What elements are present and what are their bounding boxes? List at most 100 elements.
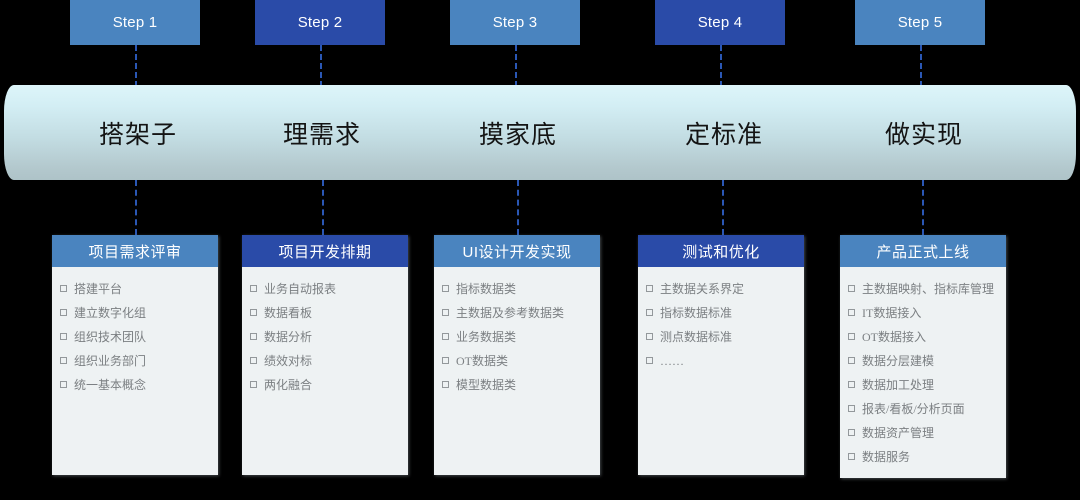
phase-label-2: 理需求 xyxy=(282,120,361,149)
card-list-item[interactable]: 主数据映射、指标库管理 xyxy=(848,279,998,300)
card-list-item-label: OT数据类 xyxy=(456,354,508,368)
card-list-item[interactable]: 报表/看板/分析页面 xyxy=(848,399,998,420)
step-label: Step 1 xyxy=(112,14,158,31)
card-list-item-label: 数据资产管理 xyxy=(862,426,935,440)
card-list-item-label: OT数据接入 xyxy=(862,330,926,344)
card-list-item-label: 数据加工处理 xyxy=(862,378,935,392)
square-bullet-icon xyxy=(250,333,257,340)
card-body-4: 主数据关系界定指标数据标准测点数据标准 …… xyxy=(638,267,804,385)
step-box-4[interactable]: Step 4 xyxy=(655,0,785,45)
card-list-item[interactable]: 指标数据标准 xyxy=(646,303,796,324)
phase-banner: 搭架子理需求摸家底定标准做实现 xyxy=(4,85,1076,180)
card-header-2: 项目开发排期 xyxy=(242,235,408,267)
card-list-item[interactable]: 数据资产管理 xyxy=(848,423,998,444)
connector-lower-5 xyxy=(922,180,924,235)
connector-upper-4 xyxy=(720,45,722,87)
square-bullet-icon xyxy=(250,381,257,388)
card-body-1: 搭建平台建立数字化组组织技术团队组织业务部门统一基本概念 xyxy=(52,267,218,409)
step-label: Step 5 xyxy=(897,14,943,31)
card-list-item[interactable]: 数据加工处理 xyxy=(848,375,998,396)
card-list-item[interactable]: 数据服务 xyxy=(848,447,998,468)
card-list-item[interactable]: 测点数据标准 xyxy=(646,327,796,348)
connector-lower-2 xyxy=(322,180,324,235)
square-bullet-icon xyxy=(60,309,67,316)
card-list-item[interactable]: OT数据类 xyxy=(442,351,592,372)
card-list-item-label: …… xyxy=(660,354,684,368)
card-list-item[interactable]: 数据分层建模 xyxy=(848,351,998,372)
connector-upper-1 xyxy=(135,45,137,87)
square-bullet-icon xyxy=(250,309,257,316)
card-list-item[interactable]: 绩效对标 xyxy=(250,351,400,372)
card-list-item-label: IT数据接入 xyxy=(862,306,922,320)
card-header-3: UI设计开发实现 xyxy=(434,235,600,267)
card-list-item[interactable]: …… xyxy=(646,351,796,372)
card-list-item[interactable]: 模型数据类 xyxy=(442,375,592,396)
card-header-4: 测试和优化 xyxy=(638,235,804,267)
card-list-item-label: 业务自动报表 xyxy=(264,282,337,296)
card-list-item-label: 数据看板 xyxy=(264,306,313,320)
square-bullet-icon xyxy=(442,357,449,364)
step-label: Step 2 xyxy=(297,14,343,31)
square-bullet-icon xyxy=(442,309,449,316)
card-list-item[interactable]: 数据看板 xyxy=(250,303,400,324)
card-list-item[interactable]: 主数据关系界定 xyxy=(646,279,796,300)
card-list-item-label: 测点数据标准 xyxy=(660,330,733,344)
step-box-3[interactable]: Step 3 xyxy=(450,0,580,45)
card-list-item-label: 数据分层建模 xyxy=(862,354,935,368)
card-list-item-label: 搭建平台 xyxy=(74,282,123,296)
card-list-item[interactable]: 组织技术团队 xyxy=(60,327,210,348)
card-list-item-label: 统一基本概念 xyxy=(74,378,147,392)
card-list-item[interactable]: 业务自动报表 xyxy=(250,279,400,300)
card-list-item-label: 两化融合 xyxy=(264,378,313,392)
square-bullet-icon xyxy=(848,309,855,316)
square-bullet-icon xyxy=(848,429,855,436)
card-list-item-label: 指标数据标准 xyxy=(660,306,733,320)
card-list-item[interactable]: 业务数据类 xyxy=(442,327,592,348)
detail-card-2[interactable]: 项目开发排期业务自动报表数据看板数据分析绩效对标两化融合 xyxy=(242,235,408,475)
card-list-item-label: 主数据及参考数据类 xyxy=(456,306,565,320)
square-bullet-icon xyxy=(848,333,855,340)
card-list-item-label: 业务数据类 xyxy=(456,330,517,344)
square-bullet-icon xyxy=(646,357,653,364)
detail-card-3[interactable]: UI设计开发实现指标数据类主数据及参考数据类业务数据类 OT数据类模型数据类 xyxy=(434,235,600,475)
step-box-1[interactable]: Step 1 xyxy=(70,0,200,45)
square-bullet-icon xyxy=(442,333,449,340)
square-bullet-icon xyxy=(60,333,67,340)
card-list-item[interactable]: OT数据接入 xyxy=(848,327,998,348)
card-list-item[interactable]: 统一基本概念 xyxy=(60,375,210,396)
square-bullet-icon xyxy=(442,285,449,292)
connector-lower-1 xyxy=(135,180,137,235)
card-list-item[interactable]: 搭建平台 xyxy=(60,279,210,300)
card-list-item-label: 组织技术团队 xyxy=(74,330,147,344)
card-list-item-label: 模型数据类 xyxy=(456,378,517,392)
card-list-item-label: 指标数据类 xyxy=(456,282,517,296)
detail-card-1[interactable]: 项目需求评审搭建平台建立数字化组组织技术团队组织业务部门统一基本概念 xyxy=(52,235,218,475)
step-box-5[interactable]: Step 5 xyxy=(855,0,985,45)
square-bullet-icon xyxy=(646,285,653,292)
step-box-2[interactable]: Step 2 xyxy=(255,0,385,45)
card-body-3: 指标数据类主数据及参考数据类业务数据类 OT数据类模型数据类 xyxy=(434,267,600,409)
connector-upper-3 xyxy=(515,45,517,87)
card-list-item-label: 建立数字化组 xyxy=(74,306,147,320)
card-list-item[interactable]: 指标数据类 xyxy=(442,279,592,300)
card-list-item[interactable]: IT数据接入 xyxy=(848,303,998,324)
card-list-item-label: 主数据映射、指标库管理 xyxy=(862,282,995,296)
card-list-item-label: 绩效对标 xyxy=(264,354,313,368)
detail-card-4[interactable]: 测试和优化主数据关系界定指标数据标准测点数据标准 …… xyxy=(638,235,804,475)
square-bullet-icon xyxy=(848,357,855,364)
card-list-item[interactable]: 数据分析 xyxy=(250,327,400,348)
card-list-item[interactable]: 主数据及参考数据类 xyxy=(442,303,592,324)
card-list-item[interactable]: 两化融合 xyxy=(250,375,400,396)
card-list-item[interactable]: 建立数字化组 xyxy=(60,303,210,324)
phase-label-1: 搭架子 xyxy=(98,120,177,149)
connector-upper-2 xyxy=(320,45,322,87)
card-body-5: 主数据映射、指标库管理 IT数据接入 OT数据接入数据分层建模数据加工处理报表/看板… xyxy=(840,267,1006,481)
square-bullet-icon xyxy=(646,333,653,340)
card-list-item-label: 报表/看板/分析页面 xyxy=(862,402,965,416)
square-bullet-icon xyxy=(250,285,257,292)
card-list-item[interactable]: 组织业务部门 xyxy=(60,351,210,372)
phase-label-5: 做实现 xyxy=(884,120,963,149)
phase-label-3: 摸家底 xyxy=(478,120,557,149)
